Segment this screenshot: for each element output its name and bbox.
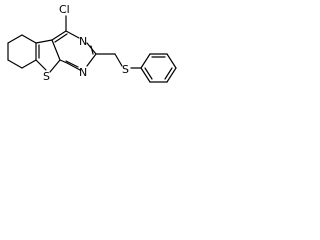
methylthio-linker bbox=[95, 53, 142, 69]
nitrogen-atom-label-top: N bbox=[79, 35, 87, 48]
nitrogen-atom-label-bottom: N bbox=[79, 66, 87, 79]
thioether-sulfur-atom-label: S bbox=[122, 63, 129, 76]
thiophene-sulfur-atom-label: S bbox=[43, 70, 50, 83]
thiophene-ring bbox=[35, 39, 61, 73]
chlorine-atom-label: Cl bbox=[59, 3, 70, 16]
pyrimidine-ring bbox=[51, 30, 97, 71]
chemical-structure-diagram: Cl N N S S bbox=[7, 3, 177, 83]
cyclohexane-ring bbox=[7, 34, 37, 69]
phenyl-ring bbox=[140, 53, 177, 83]
